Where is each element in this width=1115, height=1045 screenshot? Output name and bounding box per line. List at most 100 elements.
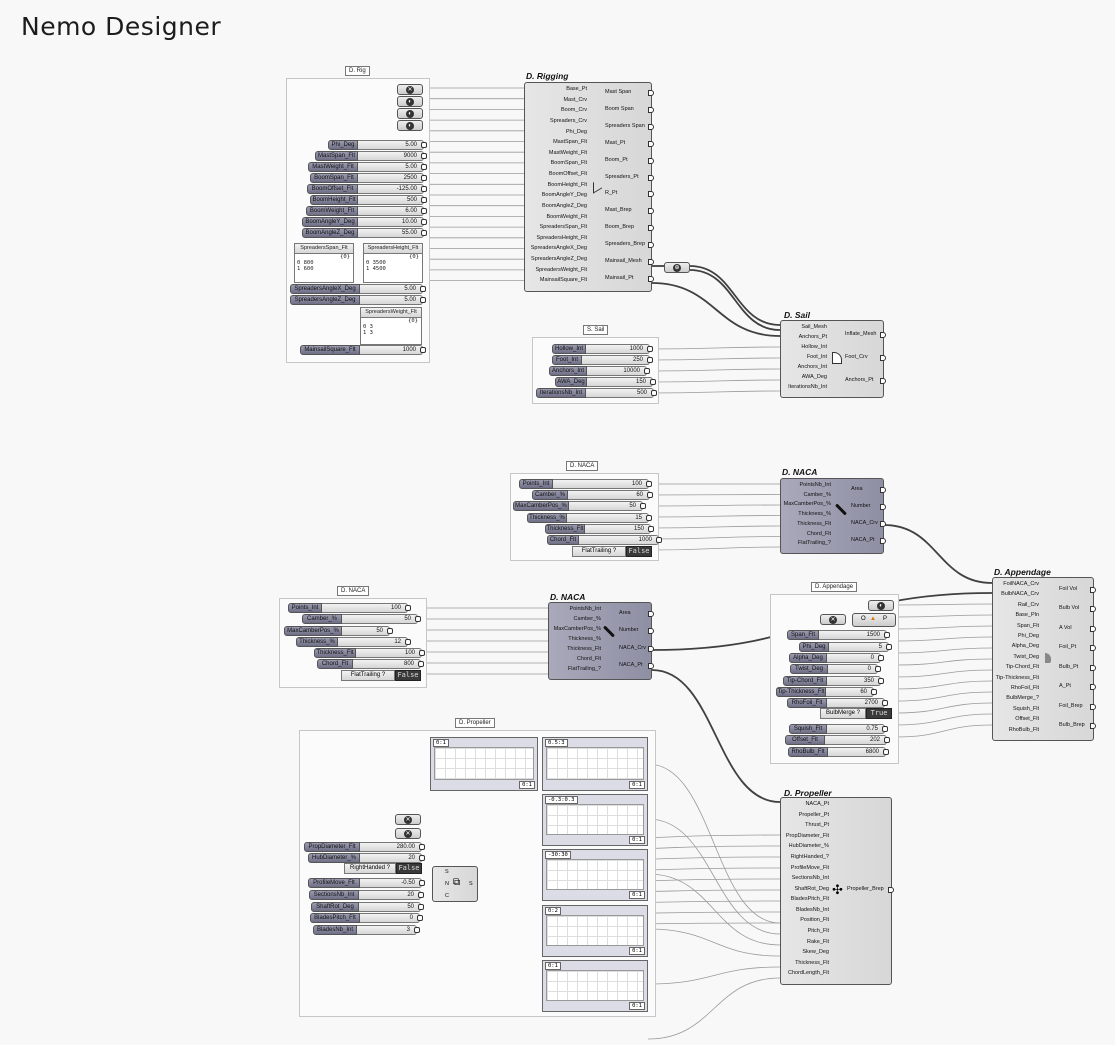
rig-slider-11-grip[interactable]: [420, 347, 426, 353]
appendage-input-12[interactable]: Squish_Flt: [1013, 705, 1039, 712]
graph-plot-3[interactable]: [546, 859, 644, 890]
propeller-input-13[interactable]: Rake_Flt: [806, 938, 829, 945]
rigging-out-nub-8[interactable]: [648, 225, 654, 231]
prop-slider2-3-track[interactable]: 0: [360, 913, 420, 923]
rig-slider-10-grip[interactable]: [420, 297, 426, 303]
rigging-output-6[interactable]: R_Pt: [605, 190, 618, 197]
sail-slider-3-track[interactable]: 150: [587, 377, 653, 387]
sail-input-5[interactable]: AWA_Deg: [801, 374, 827, 380]
appendage-output-6[interactable]: Foil_Brep: [1059, 702, 1083, 709]
rig-slider-3-grip[interactable]: [421, 175, 427, 181]
appendage-out-nub-1[interactable]: [1090, 606, 1096, 612]
prop-slider-0-track[interactable]: 280.00: [360, 842, 422, 852]
appendage-out-nub-7[interactable]: [1090, 723, 1096, 729]
naca2-slider-3-grip[interactable]: [405, 639, 411, 645]
naca2-input-0[interactable]: PointsNb_Int: [569, 606, 602, 612]
rig-slider-1-grip[interactable]: [421, 153, 427, 159]
prop-close-param-2[interactable]: ✕: [395, 828, 421, 839]
appendage-out-nub-0[interactable]: [1090, 587, 1096, 593]
propeller-input-2[interactable]: Thrust_Pt: [805, 822, 829, 829]
naca1-input-2[interactable]: MaxCamberPos_%: [783, 501, 831, 508]
sail-out-nub-1[interactable]: [880, 355, 886, 361]
sail-slider-4-track[interactable]: 500: [586, 388, 654, 398]
rigging-output-3[interactable]: Mast_Pt: [605, 139, 626, 146]
naca2-input-2[interactable]: MaxCamberPos_%: [553, 626, 601, 632]
rig-slider-4-grip[interactable]: [421, 186, 427, 192]
appendage-output-3[interactable]: Foil_Pt: [1059, 644, 1077, 651]
rig-slider-2-grip[interactable]: [421, 164, 427, 170]
app-slider-2-grip[interactable]: [878, 655, 884, 661]
spreaders-span-panel[interactable]: SpreadersSpan_Flt {0} 0 800 1 600: [294, 243, 354, 283]
appendage-input-11[interactable]: BulbMerge_?: [1006, 695, 1039, 702]
rigging-out-nub-4[interactable]: [648, 158, 654, 164]
rig-slider-4[interactable]: BoomOffset_Flt-125.00: [307, 184, 427, 194]
propeller-input-7[interactable]: SectionsNb_Int: [791, 875, 829, 882]
naca1-output-2[interactable]: NACA_Crv: [851, 519, 878, 526]
naca1-slider-1-grip[interactable]: [647, 492, 653, 498]
app-slider2-2-grip[interactable]: [883, 749, 889, 755]
rigging-output-0[interactable]: Mast Span: [605, 89, 632, 96]
prop-slider2-0-grip[interactable]: [419, 880, 425, 886]
appendage-output-5[interactable]: A_Pt: [1059, 683, 1071, 690]
propeller-input-1[interactable]: Propeller_Pt: [798, 811, 829, 818]
sail-output-0[interactable]: Inflate_Mesh: [845, 330, 877, 337]
propeller-input-3[interactable]: PropDiameter_Flt: [785, 832, 829, 839]
prop-slider2-4-grip[interactable]: [414, 927, 420, 933]
rig-slider-7-track[interactable]: 10.00: [358, 217, 424, 227]
rigging-out-nub-3[interactable]: [648, 141, 654, 147]
rigging-output-9[interactable]: Spreaders_Brep: [605, 240, 646, 247]
rig-slider-7-grip[interactable]: [421, 219, 427, 225]
rigging-out-nub-5[interactable]: [648, 175, 654, 181]
naca1-input-6[interactable]: FlatTrailing_?: [797, 540, 831, 547]
propeller-input-6[interactable]: ProfileMove_Flt: [790, 864, 829, 871]
graph-plot-5[interactable]: [546, 970, 644, 1001]
rigging-out-nub-9[interactable]: [648, 242, 654, 248]
propeller-input-10[interactable]: BladesNb_Int: [795, 906, 829, 913]
rig-slider-10-track[interactable]: 5.00: [360, 295, 423, 305]
appendage-input-8[interactable]: Tip-Chord_Flt: [1005, 664, 1039, 671]
naca1-out-nub-2[interactable]: [880, 521, 886, 527]
rigging-output-1[interactable]: Boom Span: [605, 106, 634, 113]
propeller-input-12[interactable]: Pitch_Flt: [807, 928, 829, 935]
rig-slider-6-track[interactable]: 6.00: [358, 206, 424, 216]
rig-slider-5-grip[interactable]: [421, 197, 427, 203]
rigging-input-12[interactable]: BoomWeight_Flt: [546, 213, 587, 220]
rig-curve-param-2[interactable]: ◐: [397, 108, 423, 119]
spreaders-weight-panel[interactable]: SpreadersWeight_Flt {0} 0 3 1 3: [360, 307, 422, 345]
rigging-input-7[interactable]: BoomSpan_Flt: [550, 160, 587, 167]
appendage-input-4[interactable]: Span_Flt: [1016, 622, 1039, 629]
sail-input-4[interactable]: Anchors_Int: [797, 364, 827, 370]
naca2-slider-2-grip[interactable]: [387, 628, 393, 634]
rigging-input-15[interactable]: SpreadersAngleX_Deg: [530, 245, 587, 252]
naca2-slider-5-track[interactable]: 800: [353, 659, 421, 669]
app-slider2-2-track[interactable]: 6800: [828, 747, 886, 757]
naca1-input-5[interactable]: Chord_Flt: [806, 530, 831, 537]
app-slider-5-track[interactable]: 60: [826, 687, 874, 697]
naca2-slider-4-grip[interactable]: [419, 650, 425, 656]
appendage-out-nub-3[interactable]: [1090, 645, 1096, 651]
rigging-input-4[interactable]: Phi_Deg: [565, 128, 587, 135]
naca2-slider-4-track[interactable]: 100: [356, 648, 422, 658]
prop-slider2-4-track[interactable]: 3: [357, 925, 417, 935]
app-slider-5-grip[interactable]: [871, 689, 877, 695]
rigging-input-14[interactable]: SpreadersHeight_Flt: [536, 234, 587, 241]
sail-out-nub-2[interactable]: [880, 378, 886, 384]
naca2-output-0[interactable]: Area: [619, 609, 631, 616]
sail-input-6[interactable]: IterationsNb_Int: [788, 384, 827, 390]
